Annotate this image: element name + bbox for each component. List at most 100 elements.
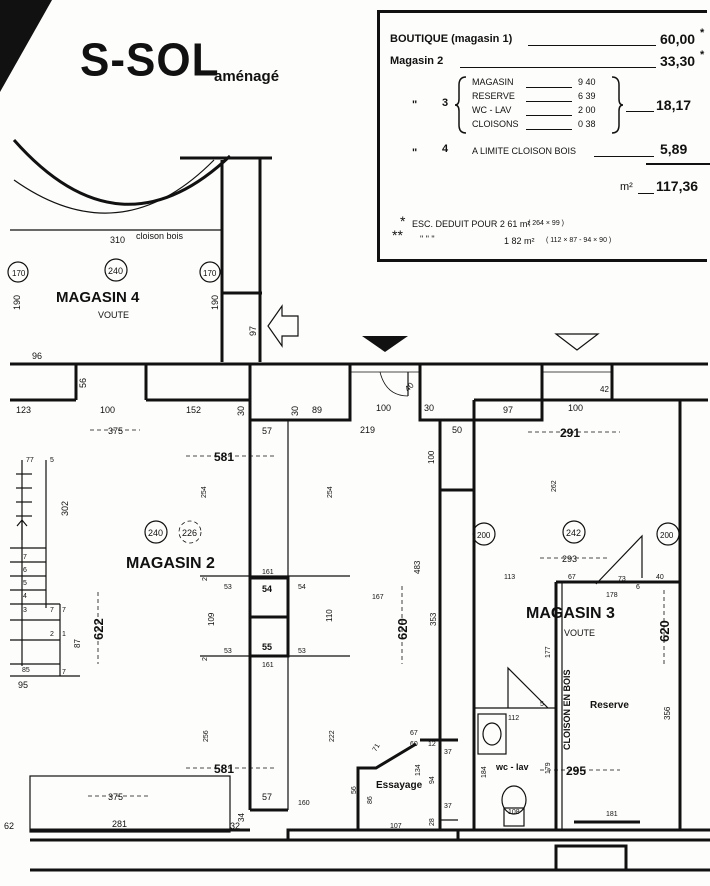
dim: 53 <box>298 648 306 655</box>
height-circle <box>562 520 586 544</box>
dim: 5 <box>50 457 54 464</box>
room-wc: wc - lav <box>495 762 529 772</box>
toilet-icon <box>501 785 527 815</box>
dim: 620 <box>395 618 410 640</box>
dim: 184 <box>481 766 488 778</box>
legend-row-magasin2-mark: * <box>700 49 705 61</box>
dim: 32 <box>230 821 240 831</box>
dim: 161 <box>262 569 274 576</box>
diagonal-partition <box>595 534 643 585</box>
legend-ditto: " <box>412 147 418 159</box>
dim: 113 <box>504 574 515 581</box>
dim: 28 <box>429 818 436 826</box>
stair-step: 5 <box>23 580 27 587</box>
stair-step: 7 <box>50 607 54 614</box>
entrance-arrow-icon <box>362 336 408 352</box>
stair-step: 3 <box>23 607 27 614</box>
dim: 100 <box>100 405 115 415</box>
stair-step: 4 <box>23 593 27 600</box>
room-magasin-4: MAGASIN 4 <box>56 289 140 306</box>
dim: 71 <box>372 743 382 753</box>
dim: 53 <box>224 584 232 591</box>
access-arrow-icon <box>267 304 299 348</box>
dim: 56 <box>351 786 358 794</box>
pillar-block <box>418 362 544 422</box>
dim: 310 <box>110 235 125 245</box>
height-circle <box>472 522 496 546</box>
leader-line <box>526 115 572 116</box>
leader-line <box>638 193 654 194</box>
legend-row-magasin2-value: 33,30 <box>660 53 696 69</box>
dim: 5 <box>540 701 544 708</box>
height-circle <box>199 261 221 283</box>
legend-item-magasin: MAGASIN <box>472 77 514 87</box>
dim: 620 <box>657 620 672 642</box>
legend-item-wclav-value: 2 00 <box>578 105 596 115</box>
height-circle <box>144 520 168 544</box>
dim: 30 <box>290 406 300 416</box>
dim: 302 <box>60 501 70 516</box>
height-circle <box>7 261 29 283</box>
dim: cloison bois <box>136 231 184 241</box>
dim: 483 <box>413 560 422 574</box>
stair-step: 2 <box>50 631 54 638</box>
height-label: 226 <box>182 528 197 538</box>
legend-row-boutique-value: 60,00 <box>660 31 696 47</box>
leader-line <box>526 87 572 88</box>
dim: 40 <box>656 574 664 581</box>
dim: 108 <box>508 809 520 816</box>
legend-total-unit: m² <box>620 181 633 193</box>
dim: 110 <box>325 609 334 622</box>
stair-step: 7 <box>23 554 27 561</box>
dim: 57 <box>262 792 272 802</box>
dim: 96 <box>32 351 42 361</box>
pillar-block <box>248 362 352 422</box>
dim: 254 <box>201 486 208 498</box>
corner-mark <box>0 0 52 92</box>
stair-step: 6 <box>23 567 27 574</box>
dim: 40 <box>403 380 416 393</box>
label-cloison-bois: CLOISON EN BOIS <box>562 669 572 750</box>
dim: 254 <box>327 486 334 498</box>
dim: 375 <box>108 792 123 802</box>
step-block <box>554 844 628 872</box>
height-circle-dashed <box>178 520 202 544</box>
entrance-arrow-outline-icon <box>554 333 600 351</box>
legend-item-cloisons: CLOISONS <box>472 119 519 129</box>
dim: 353 <box>429 612 438 626</box>
dim: 95 <box>18 680 28 690</box>
dim: 77 <box>26 457 34 464</box>
room-essayage: Essayage <box>376 780 423 791</box>
note-1-mark: * <box>400 213 406 229</box>
dim: 167 <box>372 594 384 601</box>
dim: 30 <box>424 403 434 413</box>
height-label: 242 <box>566 528 581 538</box>
left-brace-icon <box>454 76 467 134</box>
door-swing <box>379 371 409 397</box>
room-magasin-4-voute: VOUTE <box>98 310 129 320</box>
note-2-ditto: " " " <box>420 234 435 244</box>
room-magasin-2: MAGASIN 2 <box>126 555 215 572</box>
height-label: 200 <box>660 531 674 540</box>
door-leaf <box>507 666 549 709</box>
legend-group-number: 3 <box>442 97 449 109</box>
stair-block <box>29 775 231 833</box>
dim: 581 <box>214 762 234 776</box>
dim: 160 <box>298 800 310 807</box>
ramp-curve-outer <box>12 139 232 206</box>
leader-line <box>626 111 654 112</box>
dim: 293 <box>562 554 577 564</box>
pillar-block <box>438 488 476 832</box>
ramp-curve-inner <box>13 159 215 214</box>
dim: 97 <box>248 326 258 336</box>
lavabo-bowl-icon <box>482 722 502 746</box>
dim: 34 <box>237 813 246 822</box>
stair-step: 7 <box>62 607 66 614</box>
sum-line <box>646 163 710 165</box>
dim: 262 <box>551 480 558 492</box>
legend-row-boutique-label: BOUTIQUE (magasin 1) <box>390 33 513 45</box>
height-label: 240 <box>108 266 123 276</box>
height-circle <box>104 258 128 282</box>
note-2-detail: ( 112 × 87 - 94 × 90 ) <box>546 237 612 244</box>
legend-item-reserve-value: 6 39 <box>578 91 596 101</box>
